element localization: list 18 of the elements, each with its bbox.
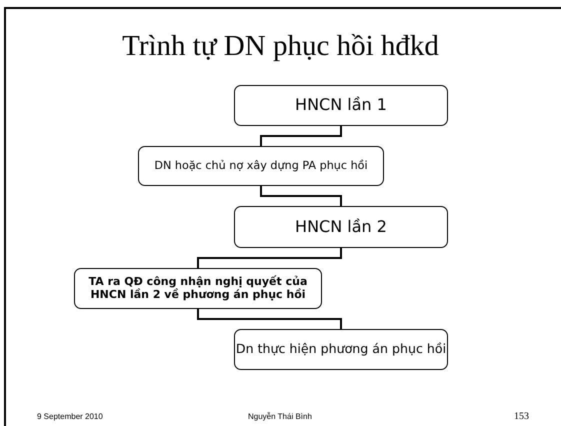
step-text: Dn thực hiện phương án phục hồi	[236, 342, 446, 357]
step-text: TA ra QĐ công nhận nghị quyết của HNCN lần 2 về phương án phục hồi	[88, 276, 308, 302]
connector-line	[260, 126, 342, 146]
footer-date: 9 September 2010	[37, 412, 103, 421]
process-box	[138, 146, 384, 186]
process-box	[234, 329, 448, 370]
slide-title: Trình tự DN phục hồi hđkd	[121, 30, 440, 63]
footer-author: Nguyễn Thái Bình	[248, 412, 312, 421]
process-box	[74, 268, 322, 309]
process-box	[234, 85, 448, 126]
connector-line	[197, 248, 342, 268]
step-text: HNCN lần 2	[295, 218, 387, 236]
process-box	[234, 206, 448, 248]
step-text: DN hoặc chủ nợ xây dựng PA phục hồi	[154, 160, 368, 172]
connector-line	[197, 309, 342, 329]
step-text: HNCN lần 1	[295, 96, 387, 115]
connector-line	[260, 186, 342, 206]
page-number: 153	[514, 411, 529, 422]
